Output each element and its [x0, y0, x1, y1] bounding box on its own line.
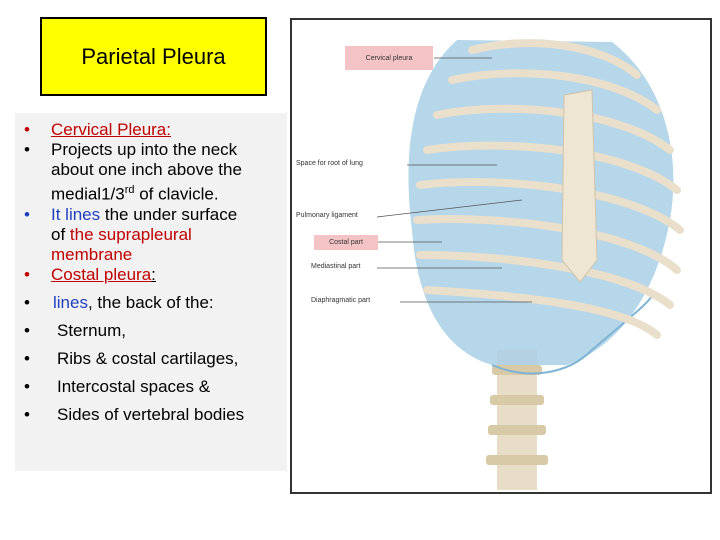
label-costal-part: Costal part: [314, 235, 378, 250]
bullet-intercostal: •Intercostal spaces &: [24, 376, 211, 396]
pleura-illustration: Cervical pleura Space for root of lung P…: [290, 18, 712, 494]
bullet-list: •Cervical Pleura: •Projects up into the …: [15, 113, 287, 425]
bullet-cervical-heading: •Cervical Pleura:: [24, 120, 171, 139]
label-mediastinal-part: Mediastinal part: [310, 263, 362, 270]
bullet-panel: •Cervical Pleura: •Projects up into the …: [15, 113, 287, 471]
slide-title: Parietal Pleura: [81, 43, 226, 69]
bullet-sternum: •Sternum,: [24, 320, 126, 340]
label-space-root-lung: Space for root of lung: [295, 160, 364, 167]
bullet-lines-back: •lines, the back of the:: [24, 292, 214, 312]
bullet-costal-heading: •Costal pleura:: [24, 264, 156, 284]
sternum: [561, 89, 598, 283]
label-diaphragmatic-part: Diaphragmatic part: [310, 297, 372, 304]
slide-title-box: Parietal Pleura: [40, 17, 267, 96]
ribs: [413, 39, 684, 339]
label-pulmonary-ligament: Pulmonary ligament: [295, 212, 359, 219]
label-cervical-pleura: Cervical pleura: [345, 46, 433, 70]
thorax-drawing: [292, 20, 710, 492]
leader-lines: [376, 57, 532, 303]
bullet-ribs: •Ribs & costal cartilages,: [24, 348, 239, 368]
bullet-vertebral: •Sides of vertebral bodies: [24, 404, 245, 424]
